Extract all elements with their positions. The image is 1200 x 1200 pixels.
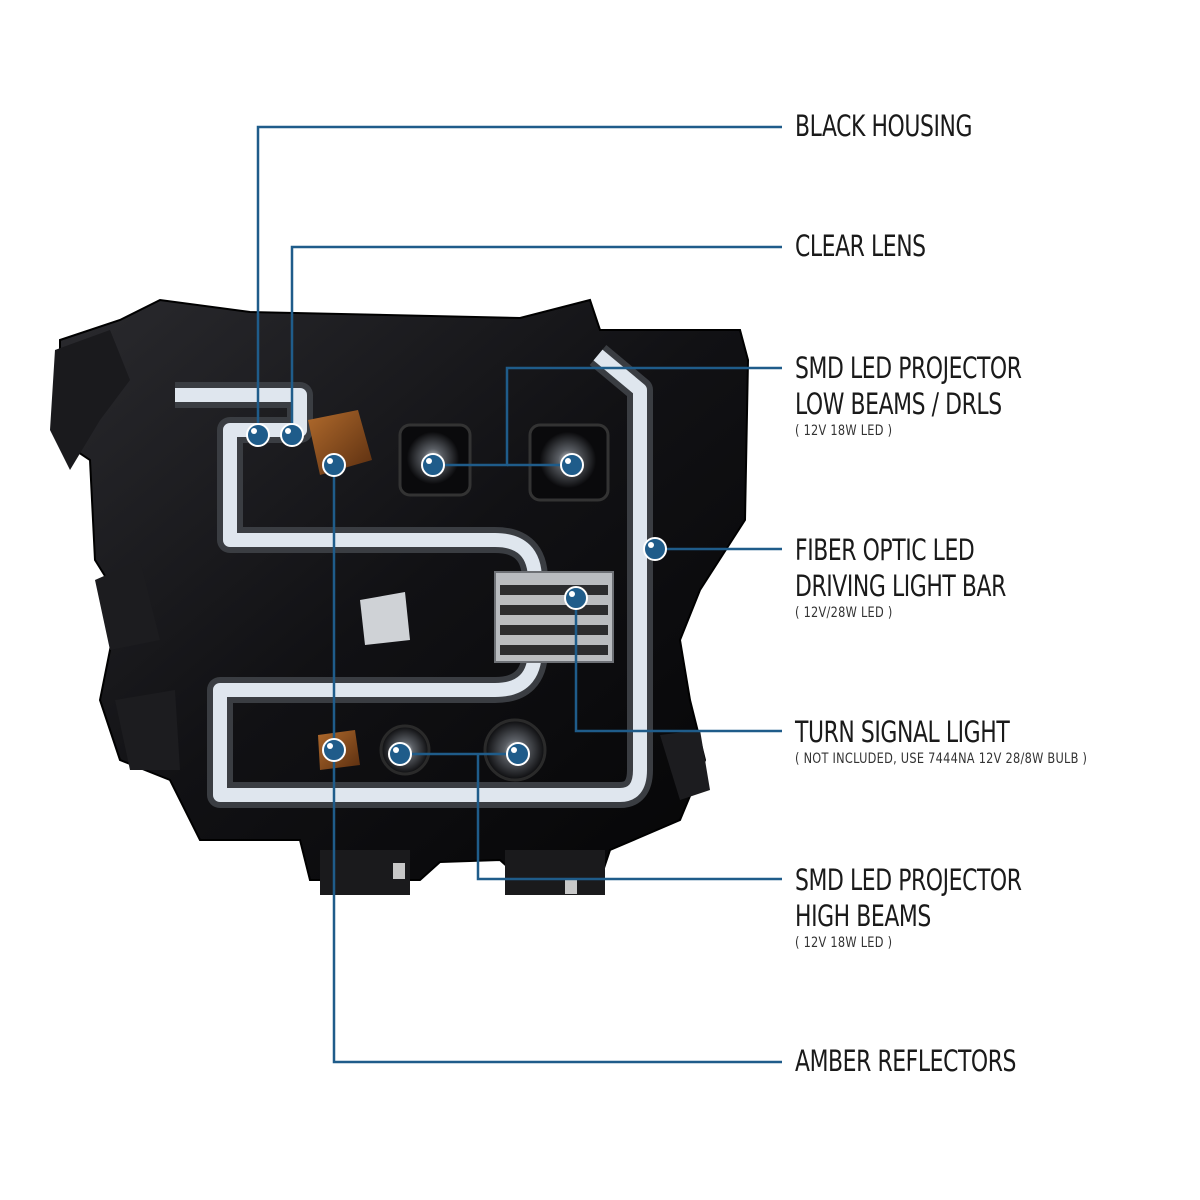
callout-title: TURN SIGNAL LIGHT	[795, 715, 1010, 749]
dot-clear-lens	[280, 423, 304, 447]
dot-black-housing	[246, 423, 270, 447]
drl-light-bar	[175, 345, 653, 808]
callout-title: FIBER OPTIC LED	[795, 533, 975, 567]
callout-title: SMD LED PROJECTOR	[795, 351, 1022, 385]
dot-amber-upper	[322, 453, 346, 477]
dot-low-beam-2	[560, 453, 584, 477]
callout-black-housing: BLACK HOUSING	[795, 108, 1006, 144]
leader-low-beams	[433, 366, 782, 467]
callout-spec: ( 12V 18W LED )	[795, 423, 893, 439]
dot-high-beam-1	[388, 742, 412, 766]
callout-dots	[246, 423, 667, 766]
leader-amber-reflectors	[332, 465, 782, 1064]
callout-spec: ( NOT INCLUDED, USE 7444NA 12V 28/8W BUL…	[795, 751, 1088, 767]
callout-spec: ( 12V/28W LED )	[795, 605, 893, 621]
leader-clear-lens	[290, 245, 782, 433]
dot-turn-signal	[564, 586, 588, 610]
callout-title: BLACK HOUSING	[795, 109, 973, 143]
dot-low-beam-1	[421, 453, 445, 477]
callout-turn-signal: TURN SIGNAL LIGHT ( NOT INCLUDED, USE 74…	[795, 714, 1120, 768]
leader-black-housing	[256, 125, 782, 433]
callout-high-beams: SMD LED PROJECTOR HIGH BEAMS ( 12V 18W L…	[795, 862, 1065, 952]
turn-signal-module	[494, 571, 614, 663]
inner-reflector	[360, 592, 410, 645]
dot-amber-lower	[322, 738, 346, 762]
callout-title: AMBER REFLECTORS	[795, 1044, 1017, 1078]
callout-title: SMD LED PROJECTOR	[795, 863, 1022, 897]
callout-title-line-2: HIGH BEAMS	[795, 899, 931, 933]
callout-title-line-2: LOW BEAMS / DRLS	[795, 387, 1002, 421]
callout-light-bar: FIBER OPTIC LED DRIVING LIGHT BAR ( 12V/…	[795, 532, 1046, 622]
callout-low-beams: SMD LED PROJECTOR LOW BEAMS / DRLS ( 12V…	[795, 350, 1065, 440]
leader-high-beams-b	[476, 754, 782, 881]
dot-high-beam-2	[506, 742, 530, 766]
callout-amber-reflectors: AMBER REFLECTORS	[795, 1043, 1058, 1079]
callout-clear-lens: CLEAR LENS	[795, 228, 951, 264]
leader-turn-signal	[574, 598, 782, 733]
callout-title-line-2: DRIVING LIGHT BAR	[795, 569, 1006, 603]
callout-spec: ( 12V 18W LED )	[795, 935, 893, 951]
callout-title: CLEAR LENS	[795, 229, 926, 263]
leader-lines	[256, 125, 782, 1064]
dot-light-bar	[643, 537, 667, 561]
